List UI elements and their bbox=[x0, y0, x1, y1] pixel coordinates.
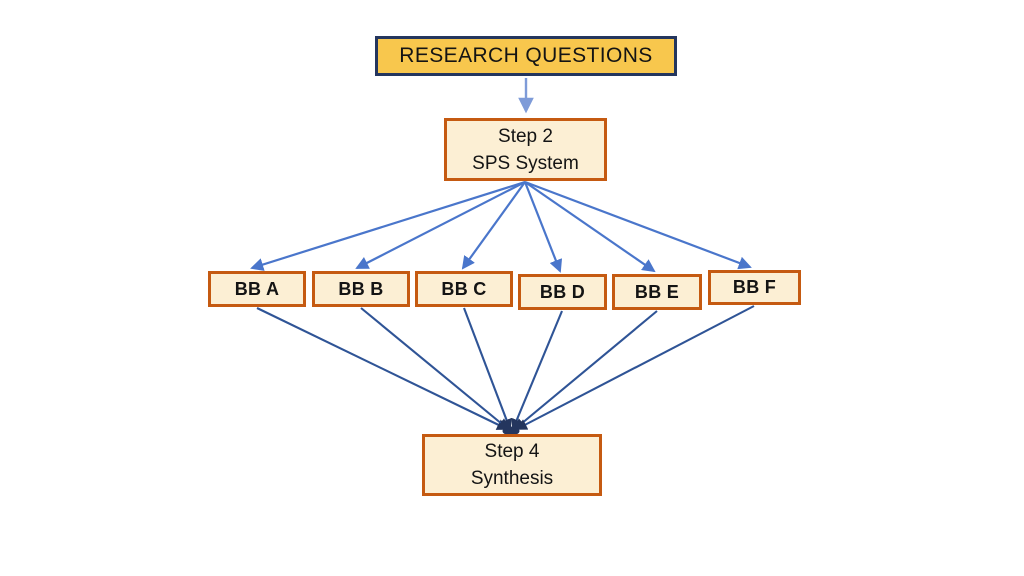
bb-a-label: BB A bbox=[234, 278, 280, 299]
bb-a-box: BB A bbox=[208, 271, 306, 307]
line-bb-e-to-step4 bbox=[513, 310, 658, 431]
step4-line2: Synthesis bbox=[470, 468, 554, 489]
arrow-step2-to-bb-c bbox=[461, 181, 526, 270]
line-bb-b-to-step4 bbox=[360, 307, 510, 431]
research-questions-label: RESEARCH QUESTIONS bbox=[399, 44, 653, 67]
bb-b-label: BB B bbox=[338, 278, 384, 299]
line-bb-a-to-step4 bbox=[256, 307, 509, 430]
line-bb-d-to-step4 bbox=[511, 310, 563, 431]
research-questions-box: RESEARCH QUESTIONS bbox=[375, 36, 677, 76]
bb-d-box: BB D bbox=[518, 274, 607, 310]
arrow-step2-to-bb-f bbox=[524, 180, 752, 270]
arrow-step2-to-bb-a bbox=[250, 180, 526, 271]
bb-e-box: BB E bbox=[612, 274, 702, 310]
step2-sps-system-box: Step 2 SPS System bbox=[444, 118, 607, 181]
bb-b-box: BB B bbox=[312, 271, 410, 307]
line-bb-f-to-step4 bbox=[515, 305, 755, 430]
step2-line2: SPS System bbox=[472, 152, 579, 174]
bb-d-label: BB D bbox=[539, 281, 586, 302]
arrow-step2-to-bb-d bbox=[523, 181, 563, 273]
bb-c-box: BB C bbox=[415, 271, 513, 307]
step4-line1: Step 4 bbox=[484, 441, 540, 462]
step2-line1: Step 2 bbox=[498, 125, 553, 147]
step4-synthesis-box: Step 4 Synthesis bbox=[422, 434, 602, 496]
line-bb-c-to-step4 bbox=[463, 307, 512, 431]
bb-f-box: BB F bbox=[708, 270, 801, 305]
arrow-step2-to-bb-e bbox=[524, 181, 656, 273]
arrow-step2-to-bb-b bbox=[355, 181, 526, 269]
bb-f-label: BB F bbox=[732, 277, 777, 297]
bb-e-label: BB E bbox=[634, 281, 680, 302]
bb-c-label: BB C bbox=[441, 278, 487, 299]
